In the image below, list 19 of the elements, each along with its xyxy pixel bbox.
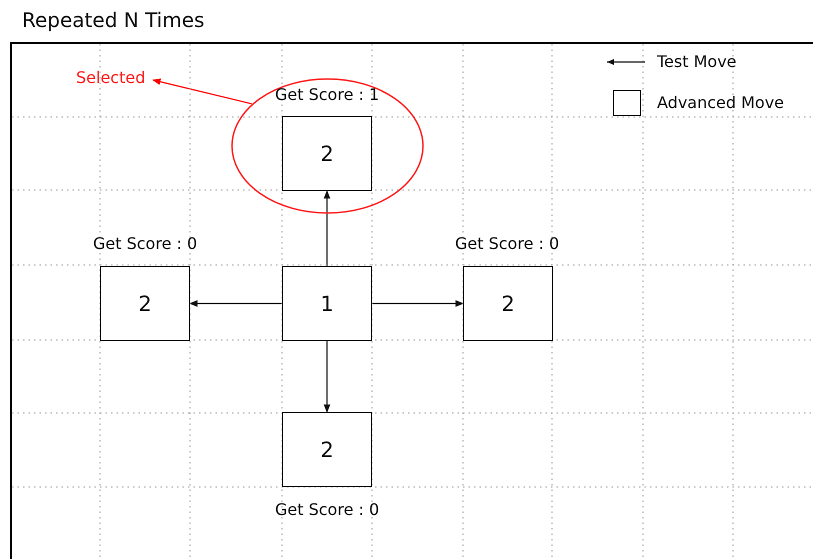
arrow bbox=[152, 78, 252, 104]
arrow bbox=[372, 300, 464, 307]
arrow bbox=[189, 300, 282, 307]
move-box: 1 bbox=[282, 266, 372, 341]
legend-label: Advanced Move bbox=[657, 93, 784, 112]
score-label: Get Score : 0 bbox=[455, 234, 560, 253]
move-box: 2 bbox=[100, 266, 190, 341]
selection-ellipse bbox=[231, 78, 424, 214]
arrow bbox=[324, 190, 330, 266]
move-box: 2 bbox=[463, 266, 553, 341]
move-box: 2 bbox=[282, 412, 372, 487]
selection-label: Selected bbox=[76, 68, 146, 87]
arrow bbox=[324, 341, 330, 413]
score-label: Get Score : 0 bbox=[93, 234, 198, 253]
legend-label: Test Move bbox=[657, 52, 736, 71]
score-label: Get Score : 0 bbox=[275, 500, 380, 519]
frame-title: Repeated N Times bbox=[22, 8, 204, 32]
move-box: 2 bbox=[282, 116, 372, 191]
score-label: Get Score : 1 bbox=[275, 85, 380, 104]
